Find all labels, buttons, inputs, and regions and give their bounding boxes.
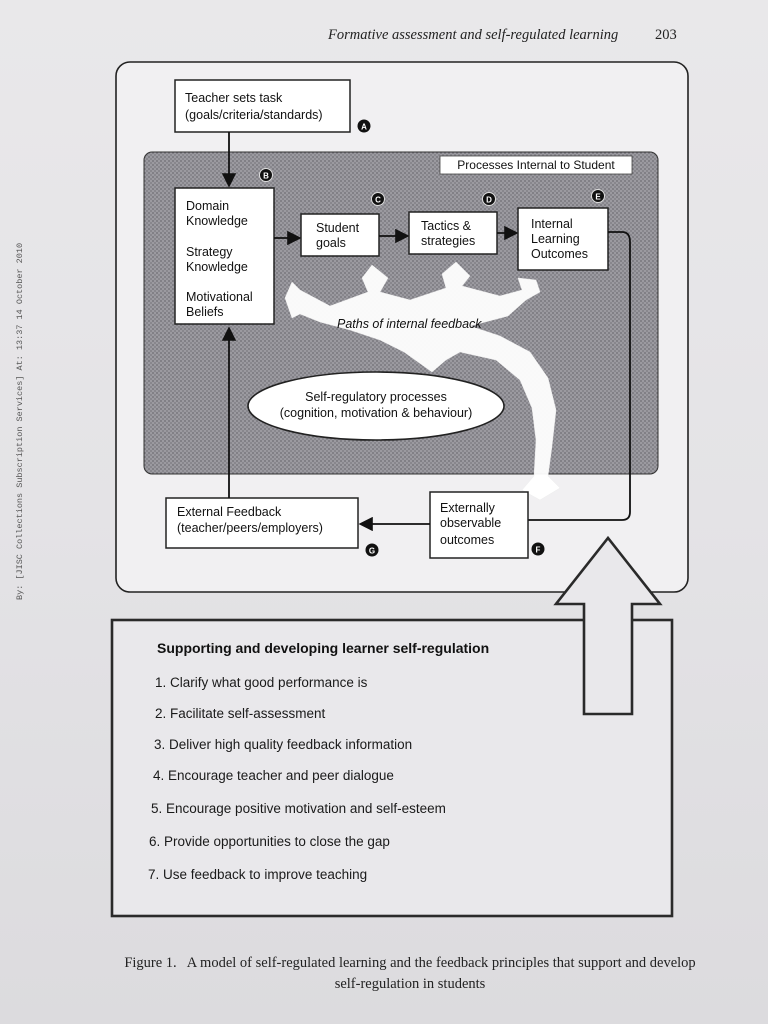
principles-title: Supporting and developing learner self-r… bbox=[157, 640, 490, 656]
knowledge-line3: Strategy bbox=[186, 245, 233, 259]
knowledge-box bbox=[174, 187, 275, 325]
svg-text:F: F bbox=[536, 546, 541, 555]
principles-box bbox=[110, 618, 674, 918]
svg-text:D: D bbox=[486, 196, 492, 205]
principle-item-5: 5. Encourage positive motivation and sel… bbox=[151, 801, 446, 816]
observable-line1: Externally bbox=[440, 501, 496, 515]
knowledge-line5: Motivational bbox=[186, 290, 253, 304]
knowledge-line1: Domain bbox=[186, 199, 229, 213]
principle-item-3: 3. Deliver high quality feedback informa… bbox=[154, 737, 413, 752]
internal-region-label: Processes Internal to Student bbox=[457, 158, 615, 172]
observable-line3: outcomes bbox=[440, 533, 494, 547]
internal-feedback-paths bbox=[284, 261, 561, 501]
self-regulatory-line2: (cognition, motivation & behaviour) bbox=[280, 406, 472, 420]
self-regulatory-ellipse bbox=[247, 371, 505, 441]
marker-b: B bbox=[259, 168, 273, 182]
self-regulatory-line1: Self-regulatory processes bbox=[305, 390, 447, 404]
caption-line-1: Figure 1. A model of self-regulated lear… bbox=[124, 955, 696, 971]
principle-item-4: 4. Encourage teacher and peer dialogue bbox=[153, 768, 394, 783]
marker-c: C bbox=[371, 192, 385, 206]
student-goals-line2: goals bbox=[316, 236, 346, 250]
knowledge-line2: Knowledge bbox=[186, 214, 248, 228]
figure-caption: Figure 1. A model of self-regulated lear… bbox=[60, 953, 760, 995]
svg-text:G: G bbox=[369, 547, 375, 556]
svg-text:A: A bbox=[361, 123, 367, 132]
page-number: 203 bbox=[655, 27, 677, 43]
internal-outcomes-line3: Outcomes bbox=[531, 247, 588, 261]
principle-item-6: 6. Provide opportunities to close the ga… bbox=[149, 834, 390, 849]
marker-g: G bbox=[365, 543, 379, 557]
svg-text:E: E bbox=[595, 193, 601, 202]
svg-text:C: C bbox=[375, 196, 381, 205]
feedback-paths-label: Paths of internal feedback bbox=[337, 317, 482, 331]
big-upward-arrow bbox=[553, 535, 663, 716]
external-feedback-line2: (teacher/peers/employers) bbox=[177, 521, 323, 535]
svg-text:B: B bbox=[263, 172, 269, 181]
observable-line2: observable bbox=[440, 516, 501, 530]
teacher-task-box bbox=[174, 79, 351, 133]
external-feedback-box bbox=[165, 497, 359, 549]
marker-a: A bbox=[357, 119, 371, 133]
tactics-line2: strategies bbox=[421, 234, 475, 248]
student-goals-line1: Student bbox=[316, 221, 360, 235]
knowledge-line4: Knowledge bbox=[186, 260, 248, 274]
internal-outcomes-line2: Learning bbox=[531, 232, 580, 246]
student-goals-box bbox=[300, 213, 380, 257]
tactics-line1: Tactics & bbox=[421, 219, 472, 233]
principle-item-1: 1. Clarify what good performance is bbox=[155, 675, 368, 690]
external-feedback-line1: External Feedback bbox=[177, 505, 282, 519]
teacher-task-line2: (goals/criteria/standards) bbox=[185, 108, 323, 122]
principle-item-2: 2. Facilitate self-assessment bbox=[155, 706, 326, 721]
internal-outcomes-box bbox=[517, 207, 609, 271]
teacher-task-line1: Teacher sets task bbox=[185, 91, 283, 105]
internal-outcomes-line1: Internal bbox=[531, 217, 573, 231]
principle-item-7: 7. Use feedback to improve teaching bbox=[148, 867, 368, 882]
marker-f: F bbox=[531, 542, 545, 556]
marker-d: D bbox=[482, 192, 496, 206]
observable-outcomes-box bbox=[429, 491, 529, 559]
knowledge-line6: Beliefs bbox=[186, 305, 224, 319]
tactics-box bbox=[408, 211, 498, 255]
running-head: Formative assessment and self-regulated … bbox=[328, 27, 619, 43]
caption-line-2: self-regulation in students bbox=[334, 976, 486, 992]
marker-e: E bbox=[591, 189, 605, 203]
